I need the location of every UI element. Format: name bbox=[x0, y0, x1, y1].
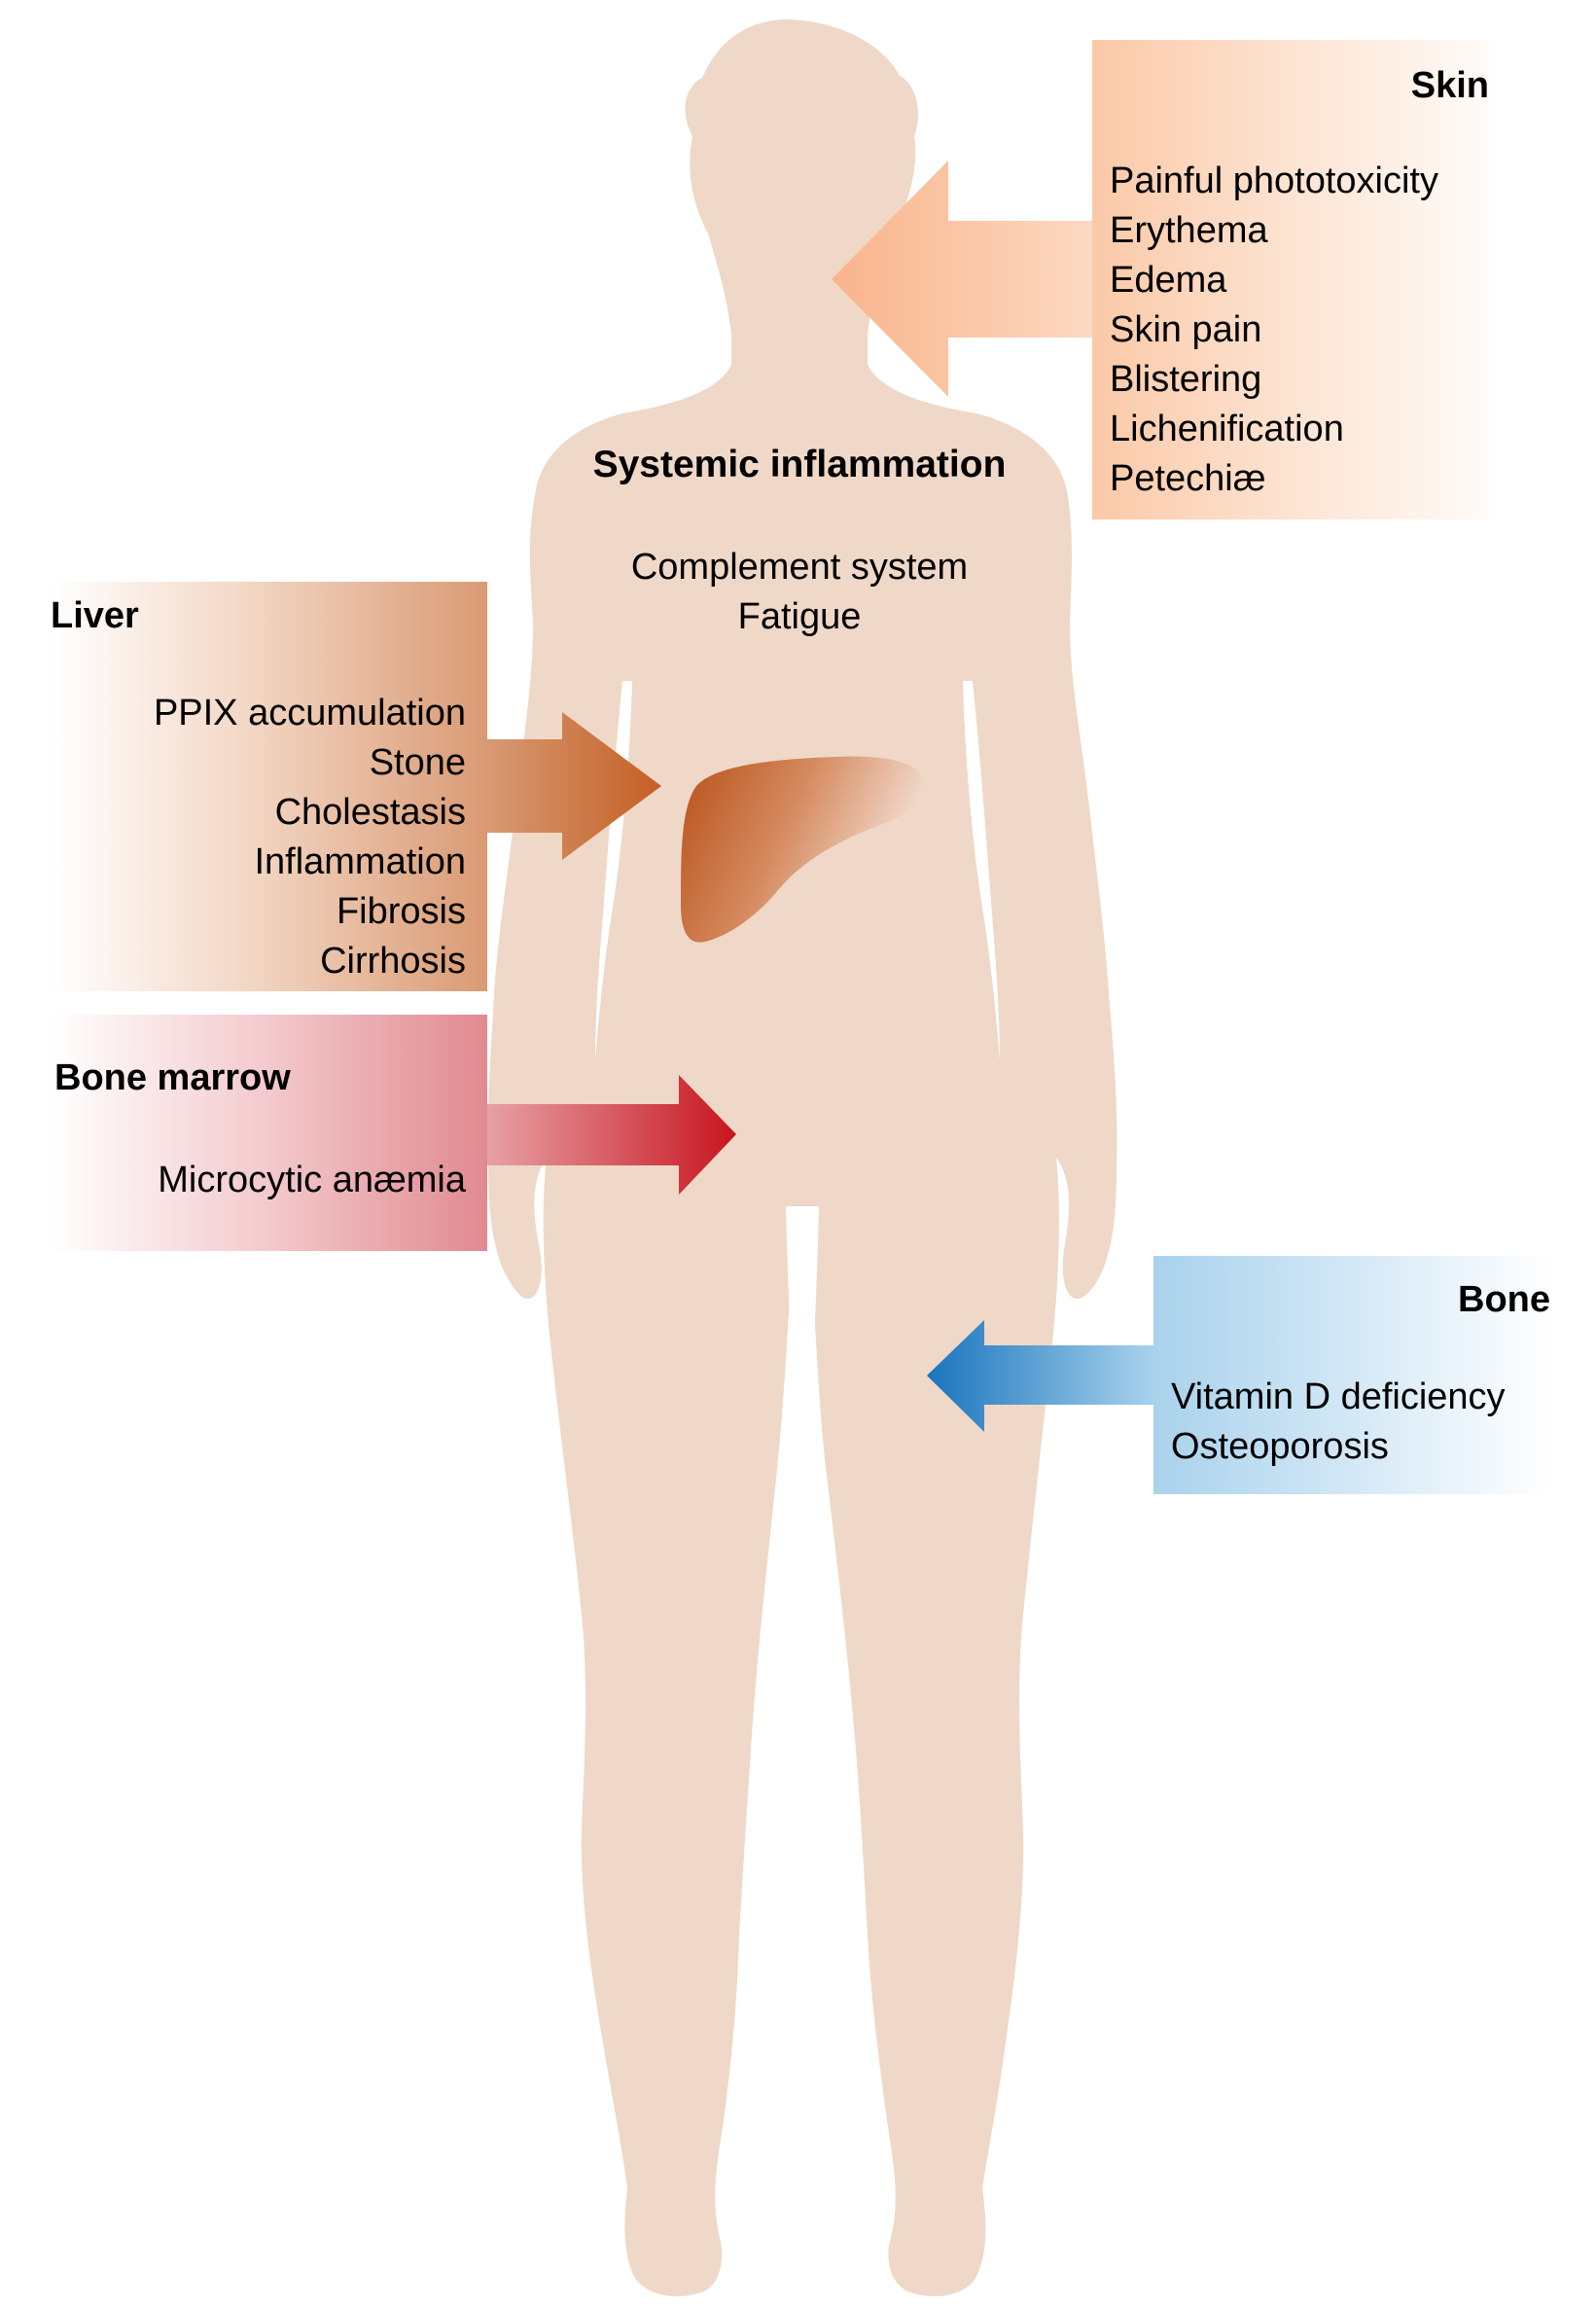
skin-item: Edema bbox=[1110, 260, 1227, 301]
liver-item: PPIX accumulation bbox=[153, 693, 466, 733]
liver-item: Inflammation bbox=[254, 841, 466, 882]
bone-marrow-arrow bbox=[486, 1075, 736, 1195]
bone-symptom-list: Vitamin D deficiency Osteoporosis bbox=[1171, 1373, 1506, 1472]
skin-symptom-list: Painful phototoxicity Erythema Edema Ski… bbox=[1110, 157, 1438, 504]
systemic-inflammation-list: Complement system Fatigue bbox=[631, 543, 968, 642]
skin-item: Petechiæ bbox=[1110, 458, 1266, 499]
bone-marrow-item: Microcytic anæmia bbox=[158, 1160, 466, 1200]
liver-item: Cholestasis bbox=[274, 792, 466, 833]
liver-title: Liver bbox=[51, 595, 139, 636]
bone-panel: Bone Vitamin D deficiency Osteoporosis bbox=[1153, 1256, 1550, 1494]
skin-item: Blistering bbox=[1110, 359, 1262, 400]
skin-item: Painful phototoxicity bbox=[1110, 161, 1438, 201]
liver-symptom-list: PPIX accumulation Stone Cholestasis Infl… bbox=[154, 689, 466, 986]
bone-marrow-symptom-list: Microcytic anæmia bbox=[158, 1156, 466, 1205]
liver-item: Stone bbox=[369, 742, 466, 783]
skin-panel: Skin Painful phototoxicity Erythema Edem… bbox=[1092, 40, 1489, 519]
bone-item: Osteoporosis bbox=[1171, 1426, 1389, 1467]
systemic-item: Fatigue bbox=[737, 596, 862, 637]
leg-gap bbox=[786, 1206, 819, 1440]
right-arm-gap bbox=[963, 681, 1000, 1060]
bone-marrow-panel: Bone marrow Microcytic anæmia bbox=[51, 1015, 487, 1251]
liver-arrow bbox=[486, 712, 661, 860]
systemic-item: Complement system bbox=[630, 547, 969, 588]
bone-title: Bone bbox=[1458, 1279, 1550, 1320]
body-silhouette bbox=[487, 19, 1117, 2297]
skin-arrow bbox=[832, 161, 1092, 397]
liver-item: Fibrosis bbox=[336, 891, 466, 932]
liver-organ bbox=[681, 756, 924, 943]
skin-item: Erythema bbox=[1110, 210, 1268, 251]
liver-item: Cirrhosis bbox=[320, 941, 466, 982]
bone-item: Vitamin D deficiency bbox=[1171, 1377, 1506, 1417]
skin-item: Skin pain bbox=[1110, 309, 1262, 350]
bone-arrow bbox=[927, 1320, 1153, 1432]
systemic-inflammation-title: Systemic inflammation bbox=[592, 444, 1007, 485]
skin-title: Skin bbox=[1410, 65, 1489, 106]
skin-item: Lichenification bbox=[1110, 409, 1344, 449]
liver-panel: Liver PPIX accumulation Stone Cholestasi… bbox=[51, 582, 487, 991]
bone-marrow-title: Bone marrow bbox=[54, 1057, 291, 1098]
